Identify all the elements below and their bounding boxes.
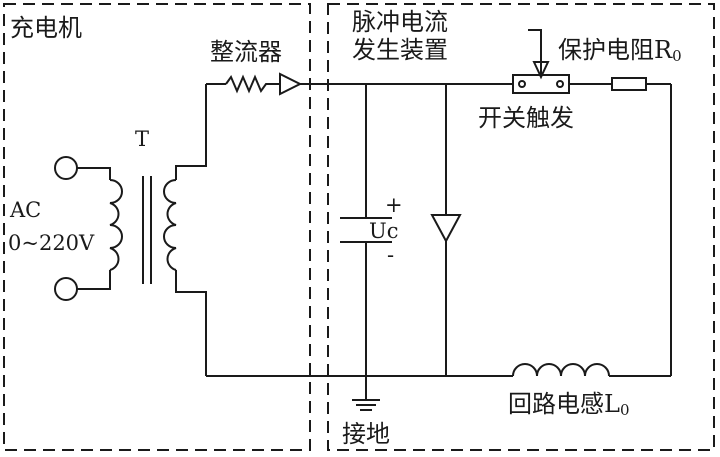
pulse-device-label-line2: 发生装置 [352, 36, 448, 64]
pulse-device-box [327, 3, 715, 451]
rectifier-label: 整流器 [210, 38, 282, 66]
protection-resistor [611, 77, 647, 91]
primary-winding [109, 179, 123, 271]
ac-lead-top [77, 167, 111, 180]
trigger-switch-label: 开关触发 [478, 104, 574, 132]
ac-label: AC [9, 198, 41, 222]
ground-icon [352, 399, 380, 411]
capacitor-label: Uc [369, 219, 398, 243]
ac-lead-bottom [77, 270, 111, 290]
loop-inductance-label: 回路电感L0 [508, 390, 629, 419]
rectifier-diode [279, 72, 303, 96]
pulse-device-label-line1: 脉冲电流 [352, 8, 448, 36]
protection-resistor-label: 保护电阻R0 [558, 36, 682, 65]
ground-label: 接地 [342, 420, 390, 448]
switch-contact-right [556, 80, 564, 88]
transformer [109, 176, 177, 284]
ac-voltage-label: 0~220V [8, 231, 95, 255]
charger-box [3, 3, 311, 451]
diode-triangle [430, 214, 462, 244]
transformer-label: T [135, 127, 149, 151]
trigger-arrow-head [532, 61, 550, 80]
secondary-winding [163, 179, 177, 271]
loop-inductor [512, 363, 610, 377]
ac-terminal-bottom [54, 277, 78, 301]
secondary-lead-bottom [175, 270, 207, 376]
switch-contact-left [518, 80, 526, 88]
secondary-lead-top [175, 84, 207, 180]
charger-label: 充电机 [10, 14, 82, 42]
capacitor-plus-label: + [385, 193, 403, 217]
capacitor-minus-label: - [387, 243, 394, 267]
rectifier-resistor [225, 74, 280, 94]
ac-terminal-top [54, 156, 78, 180]
trigger-arrow [528, 29, 542, 76]
